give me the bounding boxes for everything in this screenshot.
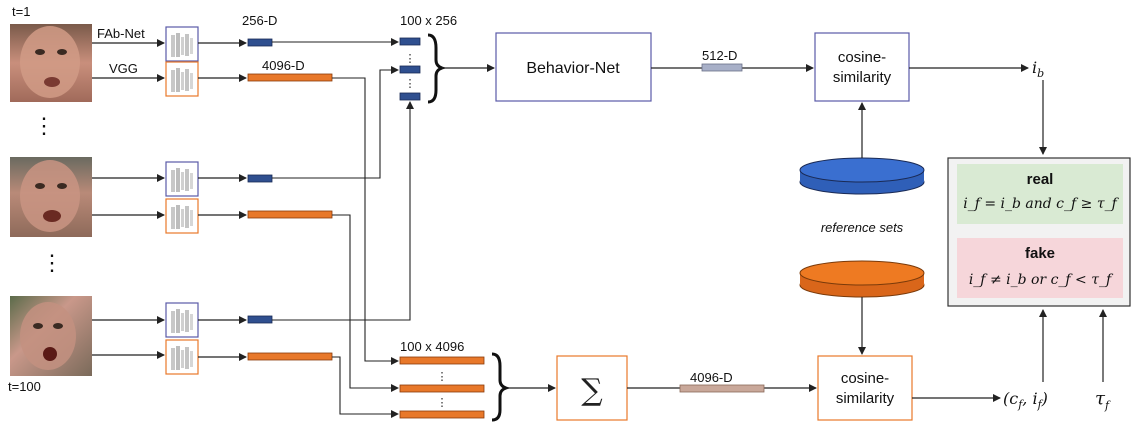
reference-set-blue-cylinder — [799, 157, 925, 195]
sum-block — [556, 355, 628, 421]
svg-text:⋮: ⋮ — [437, 397, 448, 409]
behavior-out-dim-label: 512-D — [702, 48, 737, 63]
vgg-label: VGG — [109, 61, 138, 76]
tau-f-output: τf — [1095, 388, 1111, 412]
real-title: real — [1027, 171, 1054, 188]
vgg-stack-label: 100 x 4096 — [400, 339, 464, 354]
fab-to-stack-arrows — [272, 38, 414, 321]
face-frame-2 — [10, 157, 92, 237]
fab-net-icon-3 — [165, 302, 199, 338]
vgg-net-icon-1 — [165, 61, 199, 97]
cosine-bottom-line2: similarity — [836, 390, 895, 407]
svg-text:⋮: ⋮ — [405, 78, 416, 90]
svg-text:⋮: ⋮ — [437, 371, 448, 383]
frame-to-net-arrows — [92, 39, 165, 359]
vgg-stack-matrix: ⋮ ⋮ — [399, 356, 485, 419]
behavior-net-label: Behavior-Net — [526, 60, 620, 77]
vgg-net-icon-3 — [165, 339, 199, 375]
behavior-net-block — [495, 32, 652, 102]
behavior-out-vector — [701, 63, 743, 72]
face-frame-1 — [10, 24, 92, 102]
sum-out-vector — [679, 384, 765, 393]
i-b-output: ib — [1032, 58, 1044, 80]
cosine-similarity-top — [814, 32, 910, 102]
svg-text:⋮: ⋮ — [405, 53, 416, 65]
real-rule: i_f = i_b and c_f ≥ τ_f — [963, 196, 1119, 212]
sum-out-dim-label: 4096-D — [690, 370, 733, 385]
fab-dim-label: 256-D — [242, 13, 277, 28]
vgg-stack-brace — [491, 352, 511, 422]
cosine-top-line1: cosine- — [838, 49, 886, 66]
fab-net-icon-1 — [165, 26, 199, 62]
fab-net-label: FAb-Net — [97, 26, 145, 41]
cosine-bottom-line1: cosine- — [841, 370, 889, 387]
fab-stack-label: 100 x 256 — [400, 13, 457, 28]
net-to-feature-arrows — [198, 39, 247, 361]
cf-if-output: (cf, if) — [1003, 389, 1048, 411]
fab-stack-brace — [427, 33, 447, 104]
decision-box — [947, 157, 1131, 307]
vdots-1: ⋮ — [33, 113, 55, 138]
face-frame-3 — [10, 296, 92, 376]
frame-label-last: t=100 — [8, 379, 41, 394]
fake-title: fake — [1025, 245, 1055, 262]
sum-symbol: ∑ — [581, 373, 603, 408]
fab-feature-vectors — [247, 38, 273, 324]
reference-set-orange-cylinder — [799, 260, 925, 298]
reference-sets-label: reference sets — [821, 220, 904, 235]
cosine-similarity-bottom — [817, 355, 913, 421]
vdots-2: ⋮ — [41, 250, 63, 275]
vgg-net-icon-2 — [165, 198, 199, 234]
fake-rule: i_f ≠ i_b or c_f < τ_f — [969, 272, 1114, 288]
vgg-dim-label: 4096-D — [262, 58, 305, 73]
fab-net-icon-2 — [165, 161, 199, 197]
vgg-to-stack-arrows — [332, 77, 399, 418]
cosine-top-line2: similarity — [833, 69, 892, 86]
frame-label-first: t=1 — [12, 4, 30, 19]
fab-stack-matrix: ⋮ ⋮ — [399, 37, 421, 101]
